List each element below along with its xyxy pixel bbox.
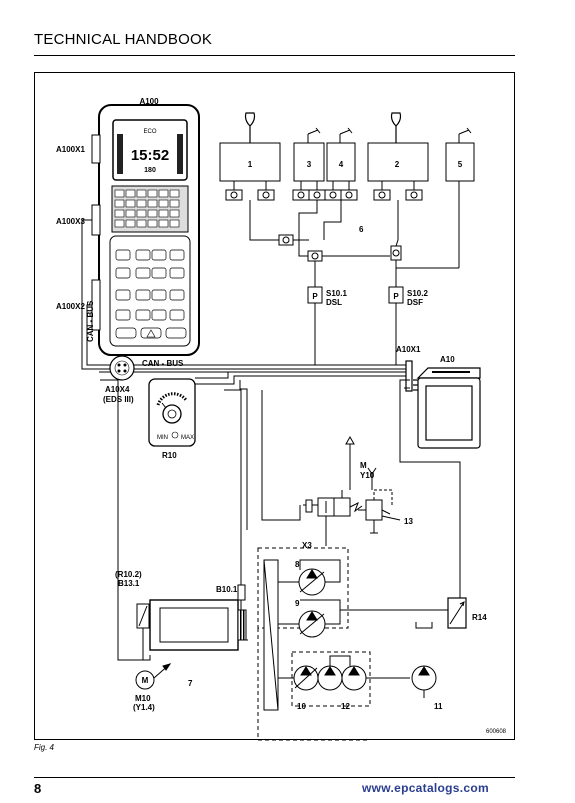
pressure-switch-s102 [388,286,404,304]
label-9: 9 [295,599,300,608]
label-r14: R14 [472,613,487,622]
pressure-switch-s101 [307,286,323,304]
label-7: 7 [188,679,193,688]
label-a100x1: A100X1 [56,145,85,154]
label-b101: B10.1 [216,585,238,594]
page-number: 8 [34,781,42,796]
label-eds: (EDS III) [103,395,134,404]
label-a100x3: A100X3 [56,217,85,226]
label-p1: P [312,292,318,301]
terminal-keypad-lower [115,249,187,339]
display-eco: ECO [143,129,156,135]
potentiometer-r10 [148,378,196,447]
controller-a10 [405,360,481,449]
can-bus-wiring [81,219,410,373]
header-rule [34,55,515,56]
page-header-title: TECHNICAL HANDBOOK [34,31,213,48]
display-screen [112,119,188,181]
label-max: MAX [181,435,194,441]
label-valve-5: 5 [458,160,463,169]
label-x3: X3 [302,541,312,550]
display-time: 15:52 [131,147,169,164]
connector-a10x4 [109,355,135,381]
figure-caption: Fig. 4 [34,743,55,752]
label-y10: Y10 [360,471,375,480]
terminal-a100: ECO 15:52 180 A100 A100X1 A100X3 A100X2 [56,97,200,356]
label-m: M [360,461,367,470]
label-can-bus-vertical: CAN - BUS [86,300,95,342]
label-a10x1: A10X1 [396,345,421,354]
label-a100x2: A100X2 [56,302,85,311]
label-r102: (R10.2) [115,570,142,579]
label-12: 12 [341,702,350,711]
label-s102: S10.2 [407,289,428,298]
label-y14: (Y1.4) [133,703,155,712]
figure-code: 600608 [486,729,507,735]
terminal-keypad-upper [114,189,180,228]
label-shuttle-6: 6 [359,225,364,234]
label-s101: S10.1 [326,289,347,298]
watermark: www.epcatalogs.com [362,781,489,795]
label-valve-2: 2 [395,160,400,169]
label-p2: P [393,292,399,301]
label-valve-4: 4 [339,160,344,169]
label-r10: R10 [162,451,177,460]
hydraulic-lower [100,379,467,741]
label-motor-m: M [142,676,149,685]
label-min: MIN [157,435,168,441]
label-13: 13 [404,517,413,526]
label-valve-3: 3 [307,160,312,169]
label-8: 8 [295,560,300,569]
label-a10: A10 [440,355,455,364]
label-11: 11 [434,702,443,711]
label-10: 10 [297,702,306,711]
display-speed: 180 [144,167,156,174]
label-valve-1: 1 [248,160,253,169]
label-b131: B13.1 [118,579,140,588]
label-can-bus: CAN - BUS [142,359,184,368]
footer-rule [34,777,515,778]
label-dsf: DSF [407,298,423,307]
label-dsl: DSL [326,298,342,307]
label-m10: M10 [135,694,151,703]
control-valves [219,112,475,365]
label-a100: A100 [139,97,159,106]
